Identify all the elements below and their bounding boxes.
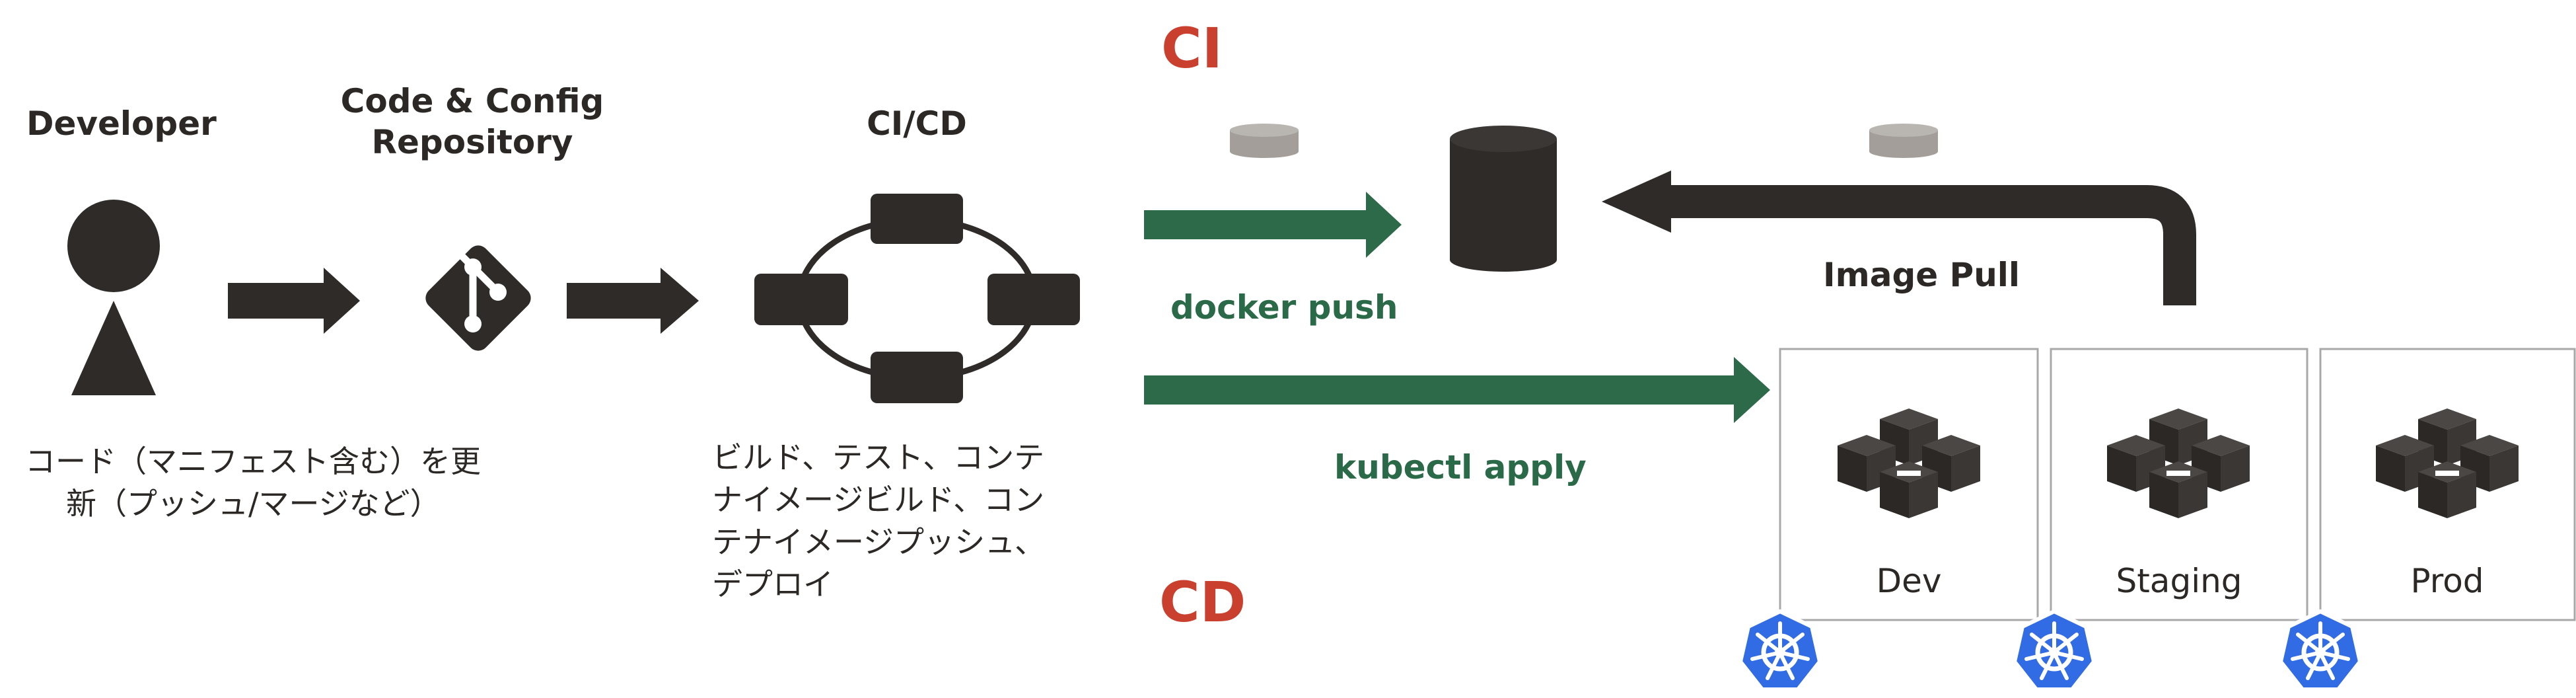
- cicd-note-line4: デプロイ: [712, 566, 834, 602]
- pipeline-loop-icon: [754, 194, 1080, 403]
- cicd-label: CI/CD: [867, 104, 967, 143]
- arrow-developer-to-repo: [228, 268, 360, 334]
- ci-label: CI: [1161, 16, 1223, 81]
- repository-label: Code & Config Repository: [330, 81, 614, 163]
- git-icon: [425, 245, 531, 351]
- cicd-note-line3: テナイメージプッシュ、: [712, 524, 1046, 560]
- arrow-repo-to-cicd: [567, 268, 699, 334]
- kubernetes-helm-icon: [1740, 611, 1820, 689]
- repository-label-line2: Repository: [371, 123, 573, 161]
- env-label-prod: Prod: [2410, 562, 2484, 600]
- small-cylinder-icon: [1869, 124, 1938, 158]
- repository-label-line1: Code & Config: [340, 82, 604, 120]
- cicd-note: ビルド、テスト、コンテ ナイメージビルド、コン テナイメージプッシュ、 デプロイ: [712, 436, 1045, 605]
- database-cylinder-icon: [1450, 126, 1557, 272]
- developer-note-line1: コード（マニフェスト含む）を更: [25, 444, 481, 479]
- env-label-dev: Dev: [1876, 562, 1942, 600]
- cd-label: CD: [1159, 570, 1246, 635]
- image-pull-label: Image Pull: [1823, 256, 2021, 294]
- developer-note-line2: 新（プッシュ/マージなど）: [66, 486, 441, 522]
- kubernetes-helm-icon: [2281, 611, 2360, 689]
- kubectl-apply-label: kubectl apply: [1334, 448, 1587, 486]
- person-icon: [67, 200, 160, 395]
- kubernetes-helm-icon: [2015, 611, 2094, 689]
- docker-push-label: docker push: [1170, 288, 1398, 327]
- env-label-staging: Staging: [2116, 562, 2242, 600]
- developer-label: Developer: [26, 104, 217, 143]
- cicd-note-line1: ビルド、テスト、コンテ: [712, 440, 1045, 475]
- developer-note: コード（マニフェスト含む）を更 新（プッシュ/マージなど）: [25, 440, 481, 525]
- small-cylinder-icon: [1230, 124, 1299, 158]
- image-pull-arrow: [1602, 171, 2196, 305]
- kubectl-apply-arrow: [1144, 357, 1770, 423]
- cicd-note-line2: ナイメージビルド、コン: [712, 482, 1045, 518]
- docker-push-arrow: [1144, 192, 1402, 258]
